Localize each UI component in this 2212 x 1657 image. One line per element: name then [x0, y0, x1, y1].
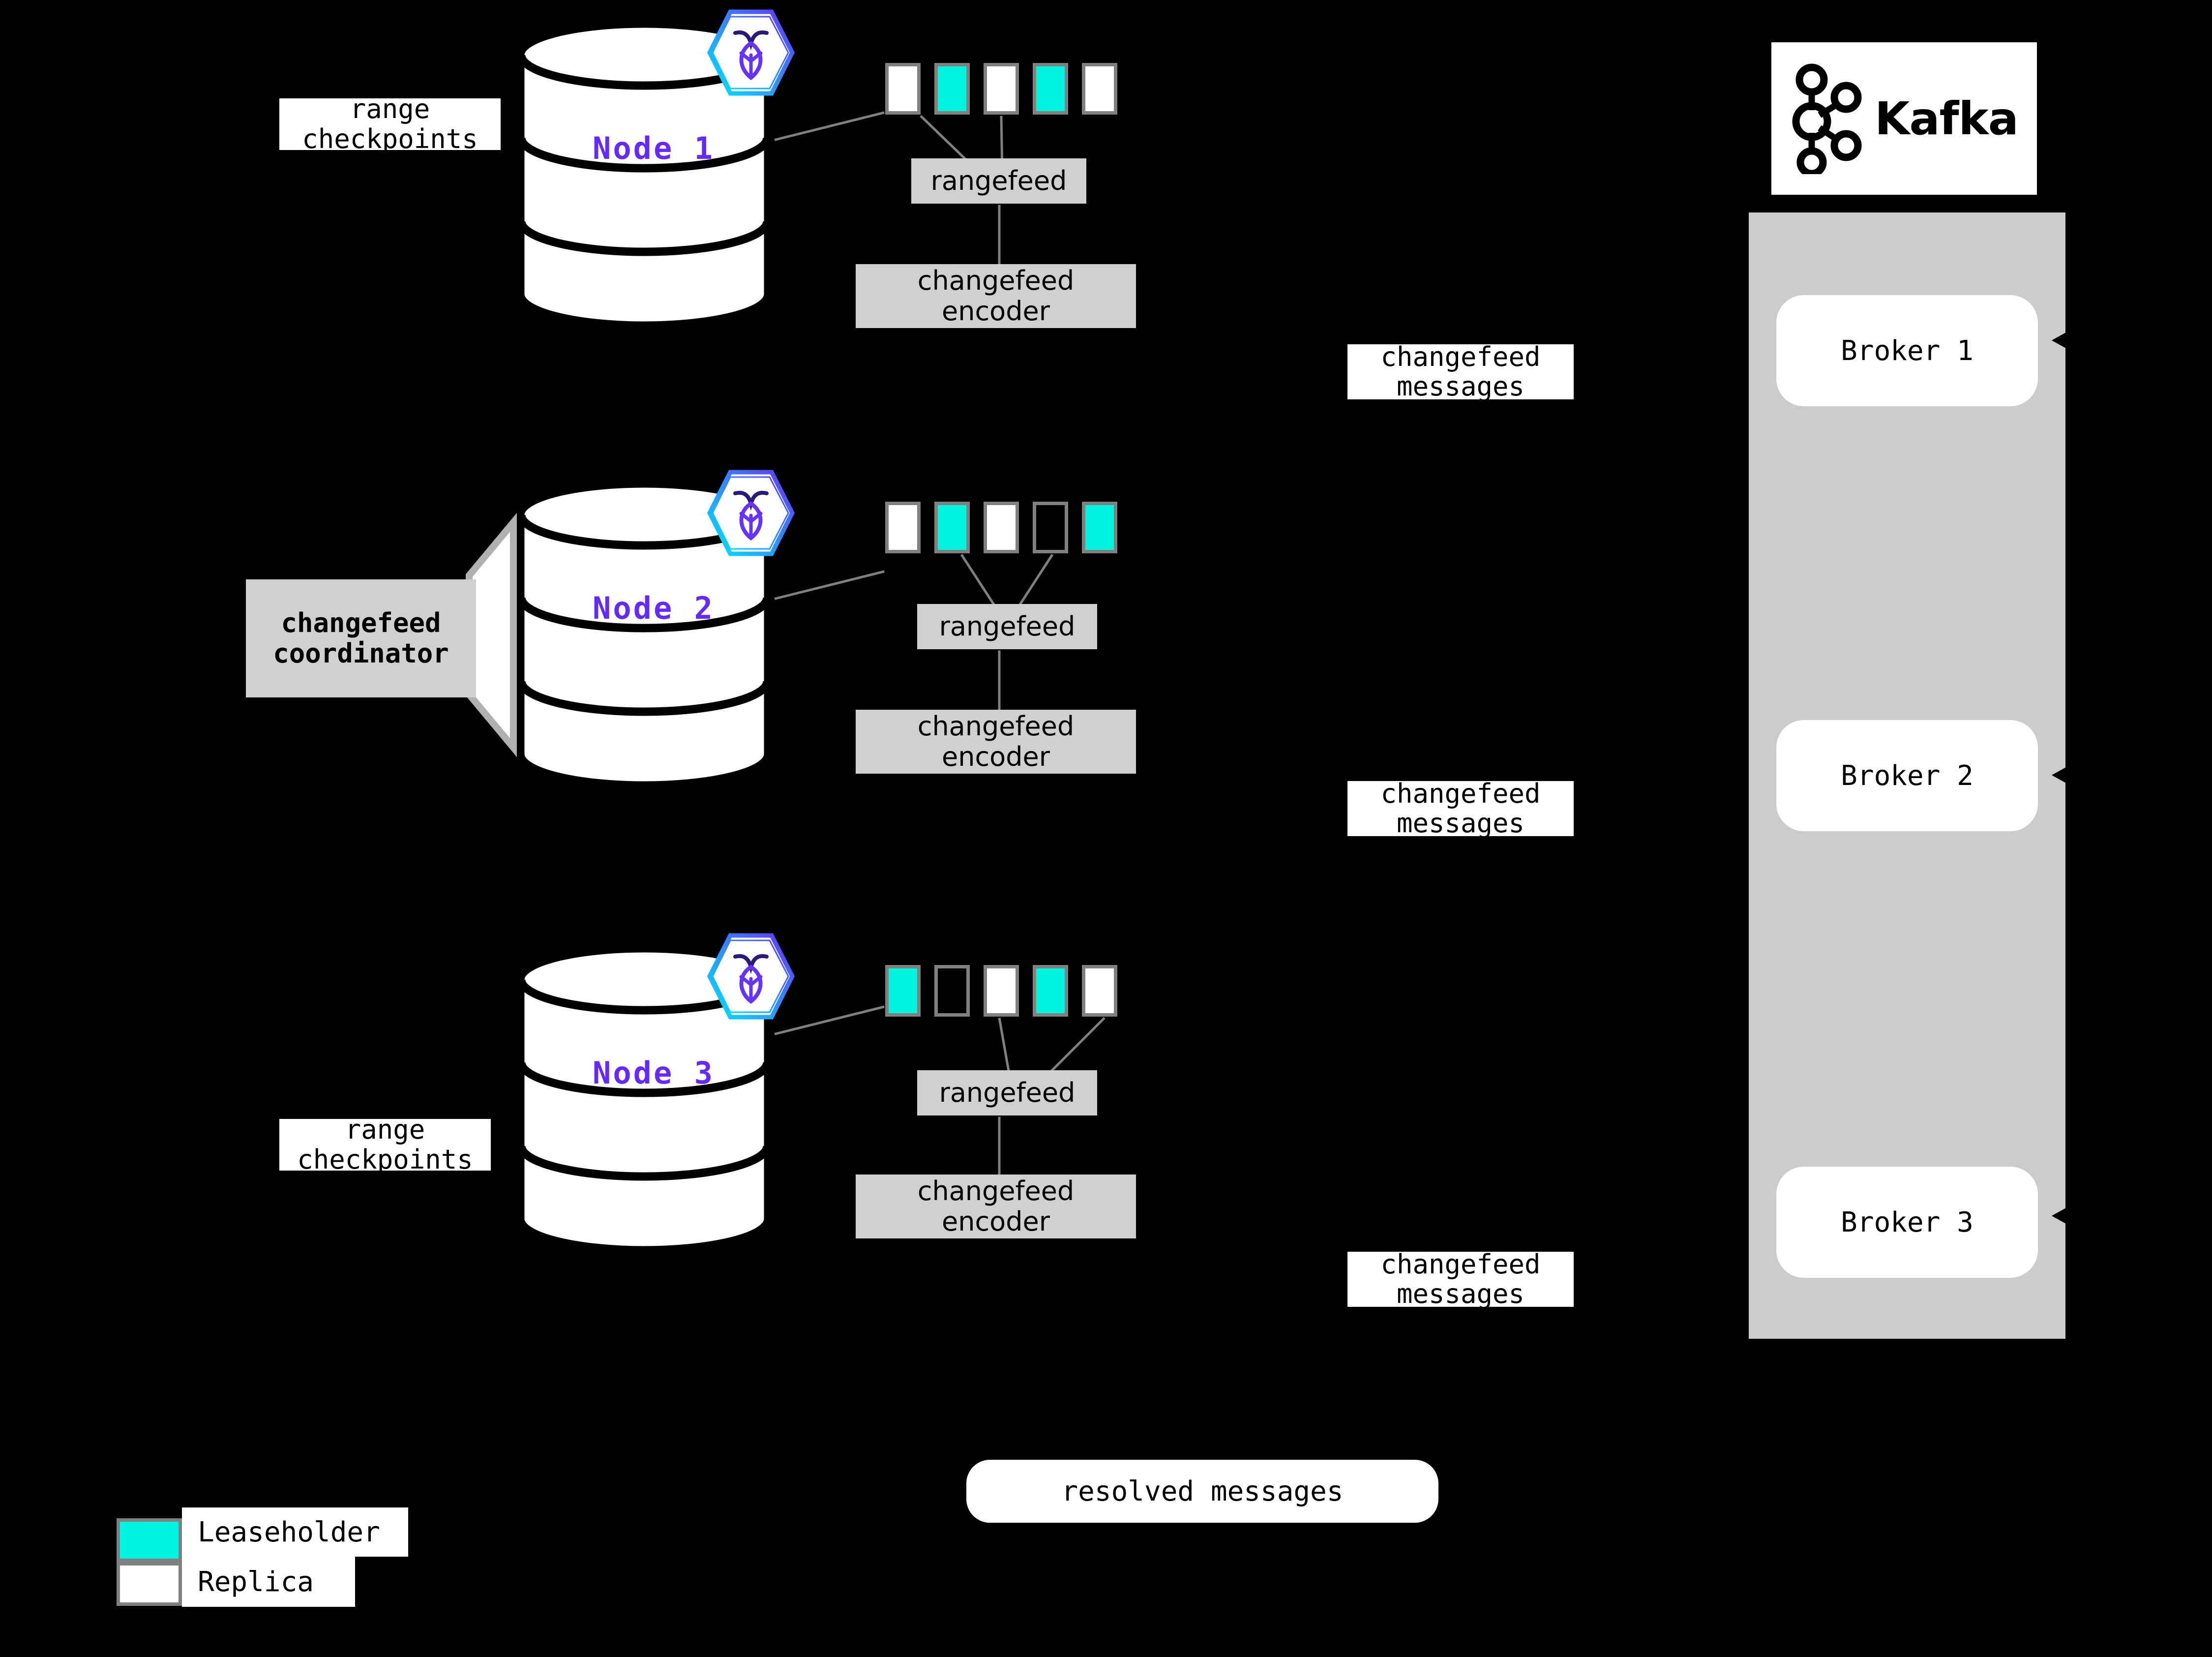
node-3-range-3: [984, 965, 1019, 1017]
node-2-range-3: [984, 502, 1019, 553]
kafka-inbound-arrow-3: [2052, 1206, 2069, 1226]
kafka-inbound-arrow-1: [2052, 331, 2069, 350]
node-2-range-4: [1033, 502, 1068, 553]
node-1-changefeed-messages-label: changefeed messages: [1347, 344, 1574, 399]
node-3-changefeed-messages-label: changefeed messages: [1347, 1252, 1574, 1307]
node-2-rangefeed-to-encoder-connector: [998, 650, 1001, 713]
node-1-label: Node 1: [593, 130, 715, 166]
node-2-changefeed-encoder-box: changefeed encoder: [856, 710, 1136, 774]
kafka-logo-text: Kafka: [1875, 92, 2019, 145]
node-2-changefeed-messages-label: changefeed messages: [1347, 781, 1574, 836]
coordinator-to-node-connector: [464, 512, 548, 759]
node-1-range-5: [1082, 63, 1117, 115]
cockroachdb-hexagon-icon: [707, 930, 795, 1025]
cockroachdb-hexagon-icon: [707, 466, 795, 562]
node-1-changefeed-encoder-box: changefeed encoder: [856, 264, 1136, 328]
legend-label-leaseholder: Leaseholder: [182, 1507, 408, 1557]
node-3-changefeed-encoder-box: changefeed encoder: [856, 1175, 1136, 1238]
kafka-inbound-arrow-2: [2052, 765, 2069, 785]
node-1-range-checkpoints-label: range checkpoints: [279, 98, 501, 150]
node-2-cylinder-to-ranges-connector: [774, 570, 885, 600]
node-3-rangefeed-box: rangefeed: [917, 1070, 1097, 1115]
resolved-messages-pill: resolved messages: [966, 1460, 1438, 1523]
node-3-range-checkpoints-label: range checkpoints: [279, 1119, 491, 1171]
node-3-range-1: [885, 965, 921, 1017]
node-2-cylinder: [511, 484, 777, 784]
node-2-range-5: [1082, 502, 1117, 553]
node-2-range-2: [934, 502, 970, 553]
broker-1[interactable]: Broker 1: [1776, 295, 2038, 406]
broker-3[interactable]: Broker 3: [1776, 1167, 2038, 1278]
node-1-range-2: [934, 63, 970, 115]
node-3-range-2: [934, 965, 970, 1017]
node-3-label: Node 3: [593, 1055, 715, 1091]
node-3-range-4: [1033, 965, 1068, 1017]
node-2-range-1: [885, 502, 921, 553]
kafka-logo: Kafka: [1771, 42, 2037, 195]
node-1-cylinder: [511, 25, 777, 325]
cockroachdb-hexagon-icon: [707, 6, 795, 101]
node-1-rangefeed-box: rangefeed: [911, 158, 1086, 204]
node-2-label: Node 2: [593, 590, 715, 626]
kafka-logo-icon: [1790, 61, 1864, 178]
node-3-rangefeed-to-encoder-connector: [998, 1116, 1001, 1179]
changefeed-coordinator-box: changefeed coordinator: [246, 579, 476, 697]
node-2-rangefeed-box: rangefeed: [917, 604, 1097, 649]
node-3-range-5: [1082, 965, 1117, 1017]
legend-swatch-leaseholder: [117, 1518, 182, 1562]
broker-2[interactable]: Broker 2: [1776, 720, 2038, 831]
node-1-range-4: [1033, 63, 1068, 115]
node-1-cylinder-to-ranges-connector: [774, 111, 885, 141]
legend-swatch-replica: [117, 1562, 182, 1606]
node-1-range-1: [885, 63, 921, 115]
node-1-rangefeed-to-encoder-connector: [998, 205, 1001, 267]
legend-label-replica: Replica: [182, 1557, 355, 1607]
node-1-range-3: [984, 63, 1019, 115]
